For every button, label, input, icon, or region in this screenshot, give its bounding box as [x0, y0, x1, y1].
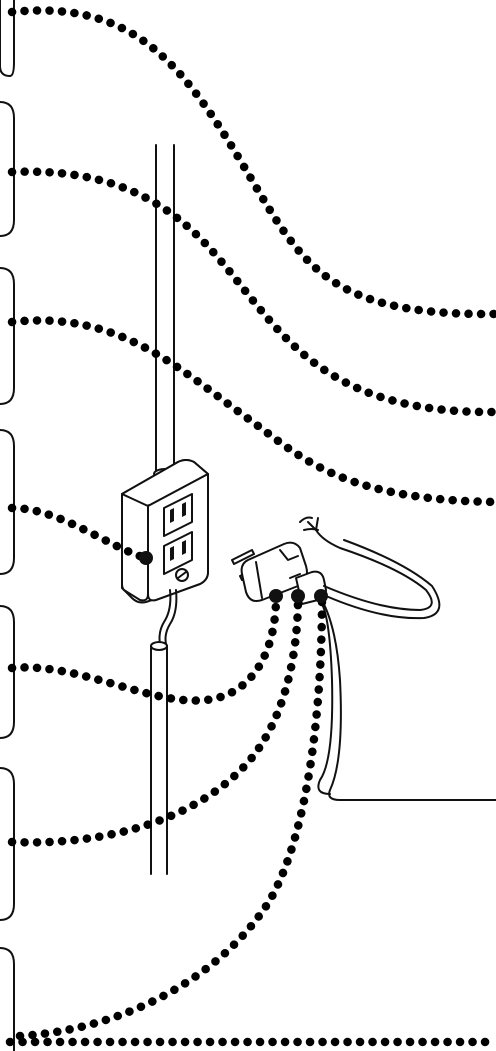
- label-brackets: [0, 0, 15, 1051]
- callout-endpoint-5: [269, 589, 283, 603]
- flexible-cord: [307, 517, 496, 801]
- label-bracket-7: [0, 947, 15, 1051]
- callout-line-7: [5, 593, 496, 1047]
- callout-line-3: [7, 316, 496, 507]
- label-bracket-5: [0, 605, 15, 739]
- label-bracket-3: [0, 267, 15, 405]
- label-bracket-4: [0, 429, 15, 575]
- callout-lines: [5, 6, 496, 1047]
- box-feed-cord: [150, 589, 178, 875]
- label-bracket-1: [0, 0, 15, 78]
- callout-line-6: [7, 593, 303, 847]
- conduit-pipe: [153, 144, 177, 480]
- callout-line-5: [7, 593, 281, 705]
- illustration: [121, 144, 496, 875]
- callout-line-1: [7, 6, 496, 319]
- plug: [231, 541, 327, 605]
- stripped-wire-end: [299, 516, 319, 531]
- callout-line-4: [7, 503, 151, 563]
- callout-endpoint-7: [314, 589, 328, 603]
- callout-endpoint-4: [139, 551, 153, 565]
- ground-screw: [175, 568, 189, 582]
- callout-endpoints: [139, 551, 328, 603]
- callout-endpoint-6: [291, 589, 305, 603]
- callout-line-2: [7, 167, 496, 417]
- duplex-receptacle: [163, 493, 193, 575]
